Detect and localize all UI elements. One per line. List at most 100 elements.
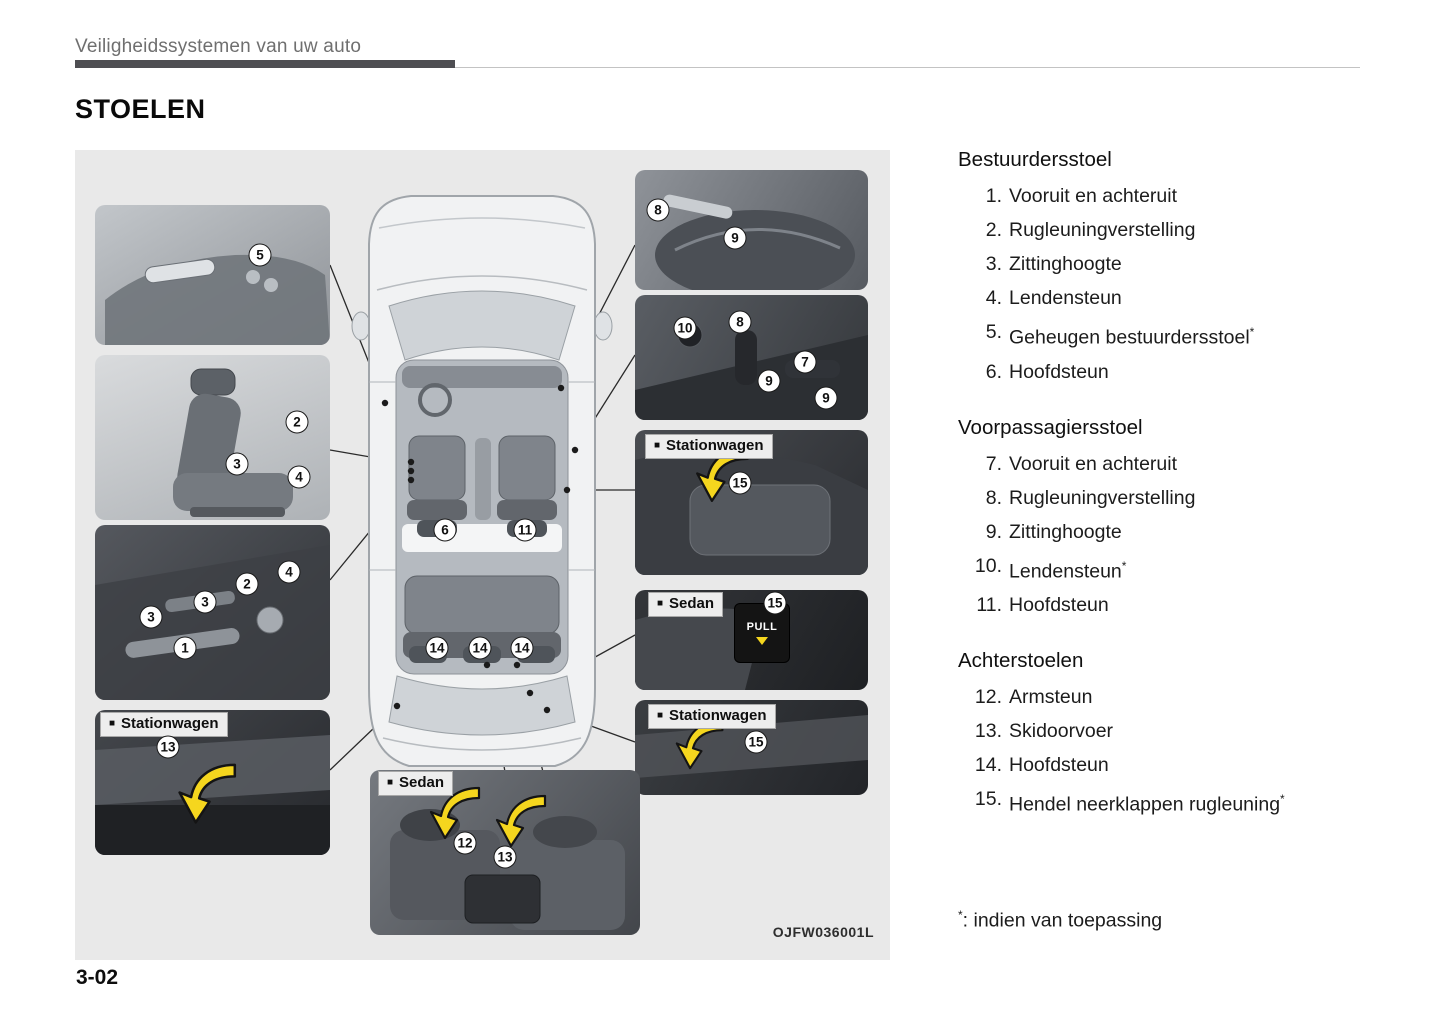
callout-6: 6 xyxy=(433,518,457,542)
breadcrumb: Veiligheidssystemen van uw auto xyxy=(75,36,362,57)
legend-item-number: 1. xyxy=(985,185,1002,207)
legend-item: 7. Vooruit en achteruit xyxy=(958,447,1438,481)
legend-item: 14.Hoofdsteun xyxy=(958,748,1438,782)
legend-item-label: Vooruit en achteruit xyxy=(1009,452,1178,475)
footnote-asterisk: * xyxy=(958,908,963,922)
legend-item: 15. Hendel neerklappen rugleuning* xyxy=(958,782,1438,822)
legend-item-label: Hoofdsteun xyxy=(1009,594,1109,616)
legend-item-label: Lendensteun xyxy=(1009,287,1122,309)
fold-lever-photo xyxy=(635,451,868,575)
callout-2: 2 xyxy=(285,410,309,434)
legend-item-number: 12. xyxy=(974,686,1002,708)
callout-7: 7 xyxy=(793,350,817,374)
header-rule-dark xyxy=(75,60,455,68)
figure-panel: PULL ■Stationwagen■Stationwagen■Se xyxy=(75,150,890,960)
variant-tag-sedan: ■Sedan xyxy=(648,592,724,617)
legend-item: 3. Zittinghoogte xyxy=(958,247,1438,281)
callout-15: 15 xyxy=(763,591,787,615)
square-bullet-icon: ■ xyxy=(387,777,394,788)
callout-9: 9 xyxy=(757,369,781,393)
inset-stationwagen-fold-lever xyxy=(635,430,868,575)
legend-section-title: Bestuurdersstoel xyxy=(958,148,1112,171)
legend-item-label: Rugleuningverstelling xyxy=(1009,486,1196,509)
legend-item-label: Hoofdsteun xyxy=(1009,360,1109,383)
variant-tag-label: Stationwagen xyxy=(669,707,767,724)
page-title: STOELEN xyxy=(75,94,206,124)
legend-item: 5. Geheugen bestuurdersstoel* xyxy=(958,315,1438,355)
inset-passenger-seat-top xyxy=(635,170,868,290)
square-bullet-icon: ■ xyxy=(109,718,116,729)
legend-item-number: 6. xyxy=(985,360,1002,383)
legend-item-number: 13. xyxy=(974,720,1002,742)
callout-2: 2 xyxy=(235,572,259,596)
legend-item-number: 7. xyxy=(985,452,1002,475)
variant-tag-sedan: ■ Sedan xyxy=(378,771,454,796)
callout-8: 8 xyxy=(646,198,670,222)
legend-item: 4.Lendensteun xyxy=(958,281,1438,315)
legend-item-label: Lendensteun* xyxy=(1009,558,1127,583)
car-body xyxy=(351,195,613,767)
legend-item-label: Zittinghoogte xyxy=(1009,253,1122,275)
pull-arrow-icon xyxy=(756,637,768,645)
inset-seat-adjust-controls xyxy=(95,525,330,700)
asterisk: * xyxy=(1249,325,1255,339)
legend-item-label: Vooruit en achteruit xyxy=(1009,185,1178,207)
legend-item-number: 10. xyxy=(974,554,1002,577)
legend-item-label: Skidoorvoer xyxy=(1009,720,1114,742)
callout-3: 3 xyxy=(225,452,249,476)
callout-13: 13 xyxy=(493,845,517,869)
variant-tag-stationwagen: ■ Stationwagen xyxy=(100,712,228,737)
callout-8: 8 xyxy=(728,310,752,334)
callout-5: 5 xyxy=(248,243,272,267)
seat-controls-photo xyxy=(95,545,330,700)
legend-item: 2.Rugleuningverstelling xyxy=(958,213,1438,247)
legend-item: 11.Hoofdsteun xyxy=(958,588,1438,622)
rear-seats-photo xyxy=(390,809,625,930)
callout-4: 4 xyxy=(277,560,301,584)
variant-tag-label: Sedan xyxy=(399,774,445,791)
variant-tag-label: Stationwagen xyxy=(121,715,219,732)
legend-footnote: *: indien van toepassing xyxy=(958,908,1162,933)
page-number: 3-02 xyxy=(76,966,119,989)
seat-top-photo xyxy=(655,194,855,290)
legend-item-number: 5. xyxy=(985,321,1002,343)
callout-1: 1 xyxy=(173,636,197,660)
legend-item: 9.Zittinghoogte xyxy=(958,515,1438,549)
callout-15: 15 xyxy=(728,471,752,495)
legend-item: 13. Skidoorvoer xyxy=(958,714,1438,748)
figure-code: OJFW036001L xyxy=(772,924,874,940)
variant-tag-label: Stationwagen xyxy=(666,437,764,454)
asterisk: * xyxy=(1121,558,1127,573)
square-bullet-icon: ■ xyxy=(657,710,664,721)
variant-tag-label: Sedan xyxy=(669,595,715,612)
inset-driver-seat-side-view xyxy=(95,355,330,520)
callout-3: 3 xyxy=(193,590,217,614)
callout-11: 11 xyxy=(513,518,537,542)
variant-tag-stationwagen: ■ Stationwagen xyxy=(648,704,776,729)
legend-section-title: Voorpassagiersstoel xyxy=(958,415,1143,439)
legend: Bestuurdersstoel 1. Vooruit en achteruit 2.… xyxy=(958,148,1438,822)
legend-item-label: Geheugen bestuurdersstoel* xyxy=(1009,325,1255,349)
fold-strap-photo xyxy=(635,608,765,690)
footnote-text: : indien van toepassing xyxy=(962,909,1163,932)
legend-item: 8. Rugleuningverstelling xyxy=(958,481,1438,515)
legend-item-number: 14. xyxy=(974,754,1002,776)
legend-item: 6. Hoofdsteun xyxy=(958,355,1438,389)
pull-strap-label: PULL xyxy=(746,621,778,633)
callout-3: 3 xyxy=(139,605,163,629)
callout-9: 9 xyxy=(723,226,747,250)
legend-item-label: Armsteun xyxy=(1009,686,1093,708)
callout-14: 14 xyxy=(468,636,492,660)
door-panel-photo xyxy=(105,254,330,345)
legend-item-number: 8. xyxy=(985,486,1002,509)
legend-item-number: 3. xyxy=(985,253,1002,275)
legend-item-number: 9. xyxy=(985,520,1002,543)
legend-item: 1. Vooruit en achteruit xyxy=(958,179,1438,213)
legend-item-label: Hendel neerklappen rugleuning* xyxy=(1009,792,1285,816)
seat-side-photo xyxy=(173,368,293,517)
legend-item: 12. Armsteun xyxy=(958,680,1438,714)
pull-strap: PULL xyxy=(735,604,789,662)
inset-door-panel-memory-buttons xyxy=(95,205,330,345)
legend-item-number: 15. xyxy=(974,788,1002,810)
variant-tag-stationwagen: ■Stationwagen xyxy=(645,434,773,459)
